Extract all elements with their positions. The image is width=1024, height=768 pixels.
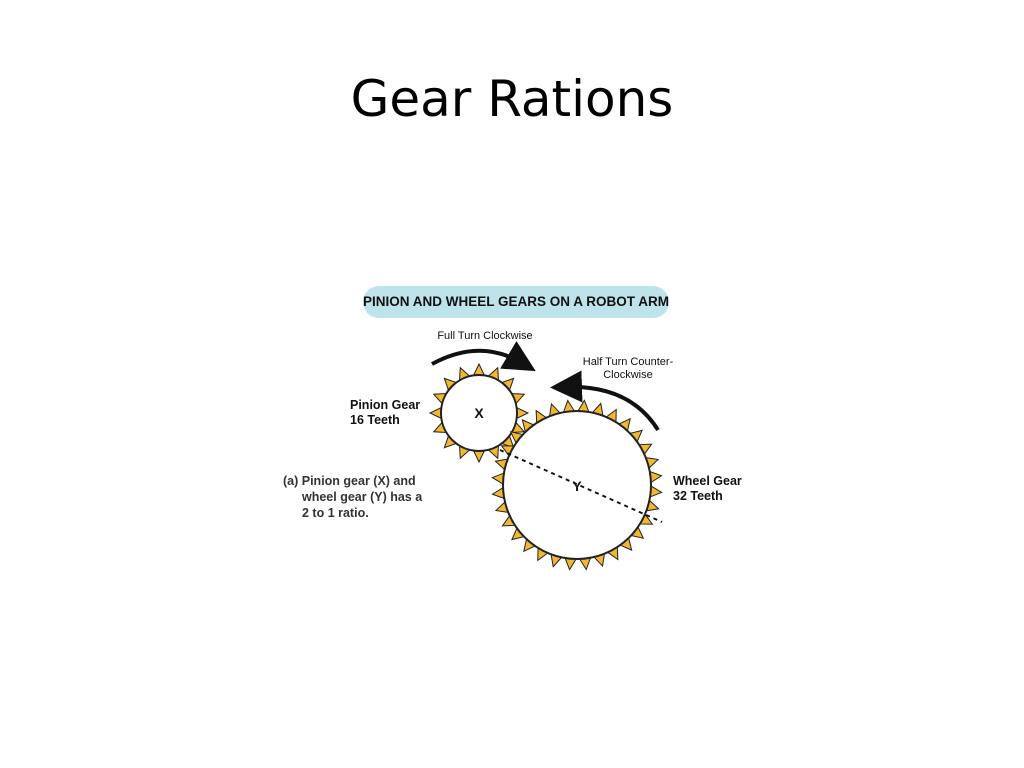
pinion-label-line1: Pinion Gear (350, 398, 421, 412)
pinion-tooth (487, 444, 499, 460)
pinion-tooth (428, 406, 442, 420)
wheel-tooth (619, 537, 633, 551)
wheel-tooth (501, 514, 516, 527)
wheel-letter: Y (572, 478, 582, 494)
wheel-tooth (523, 538, 537, 553)
pinion-clockwise-arrow (431, 341, 536, 372)
pinion-tooth (432, 393, 448, 405)
wheel-tooth (649, 485, 663, 498)
wheel-tooth (639, 513, 654, 525)
wheel-rotation-label-line2: Clockwise (603, 369, 653, 381)
wheel-tooth (550, 553, 563, 568)
pinion-rotation-label: Full Turn Clockwise (437, 330, 533, 342)
wheel-tooth (494, 501, 509, 514)
wheel-tooth (591, 402, 604, 417)
wheel-tooth (578, 557, 592, 571)
caption-line3: 2 to 1 ratio. (302, 506, 369, 520)
pinion-tooth (500, 377, 515, 392)
wheel-tooth (638, 443, 653, 456)
pinion-tooth (472, 362, 486, 376)
wheel-tooth (645, 499, 660, 512)
wheel-tooth (511, 527, 525, 541)
wheel-gear-body (502, 410, 652, 560)
caption-line1: (a) Pinion gear (X) and (283, 474, 416, 488)
wheel-rotation-label-line1: Half Turn Counter- (582, 356, 674, 368)
wheel-label-line2: 32 Teeth (673, 489, 723, 503)
wheel-tooth (562, 399, 576, 413)
caption-line2: wheel gear (Y) has a (302, 490, 423, 504)
wheel-counterclockwise-arrow (550, 370, 660, 432)
wheel-tooth (577, 399, 590, 413)
pinion-tooth (443, 377, 458, 392)
wheel-tooth (491, 472, 505, 485)
wheel-tooth (629, 429, 643, 443)
pinion-label-line2: 16 Teeth (350, 413, 400, 427)
wheel-tooth (593, 553, 606, 568)
wheel-tooth (521, 419, 535, 433)
pinion-gear: X (428, 362, 530, 464)
wheel-tooth (509, 431, 524, 445)
pinion-tooth (432, 421, 448, 433)
wheel-tooth (630, 525, 645, 539)
wheel-diameter-line (499, 449, 663, 523)
wheel-tooth (537, 547, 549, 562)
pinion-label: Pinion Gear 16 Teeth (350, 398, 420, 428)
wheel-tooth (617, 417, 631, 432)
pinion-tooth (443, 434, 458, 449)
pinion-tooth (500, 434, 515, 449)
wheel-tooth (649, 470, 663, 484)
pinion-tooth (510, 421, 526, 433)
wheel-tooth (605, 408, 617, 423)
pinion-tooth (516, 406, 530, 420)
pinion-tooth (459, 444, 471, 460)
wheel-tooth (500, 445, 515, 457)
pinion-gear-body (440, 374, 518, 452)
pinion-letter: X (474, 405, 484, 421)
wheel-tooth (548, 402, 561, 417)
wheel-tooth (645, 456, 660, 469)
wheel-label-line1: Wheel Gear (673, 474, 742, 488)
diagram-banner: PINION AND WHEEL GEARS ON A ROBOT ARM (363, 286, 669, 318)
wheel-tooth (535, 409, 548, 424)
pinion-tooth (472, 450, 486, 464)
wheel-gear: Y (491, 399, 663, 571)
pinion-tooth (510, 393, 526, 405)
pinion-tooth (459, 366, 471, 382)
pinion-teeth (428, 362, 530, 464)
wheel-tooth (564, 557, 577, 571)
wheel-teeth (491, 399, 663, 571)
slide-title: Gear Rations (350, 70, 674, 128)
wheel-label: Wheel Gear 32 Teeth (673, 474, 742, 504)
wheel-tooth (606, 546, 619, 561)
caption: (a) Pinion gear (X) and wheel gear (Y) h… (283, 473, 422, 521)
wheel-tooth (491, 486, 505, 500)
pinion-tooth (487, 366, 499, 382)
wheel-rotation-label: Half Turn Counter- Clockwise (568, 356, 688, 382)
wheel-tooth (494, 458, 509, 471)
